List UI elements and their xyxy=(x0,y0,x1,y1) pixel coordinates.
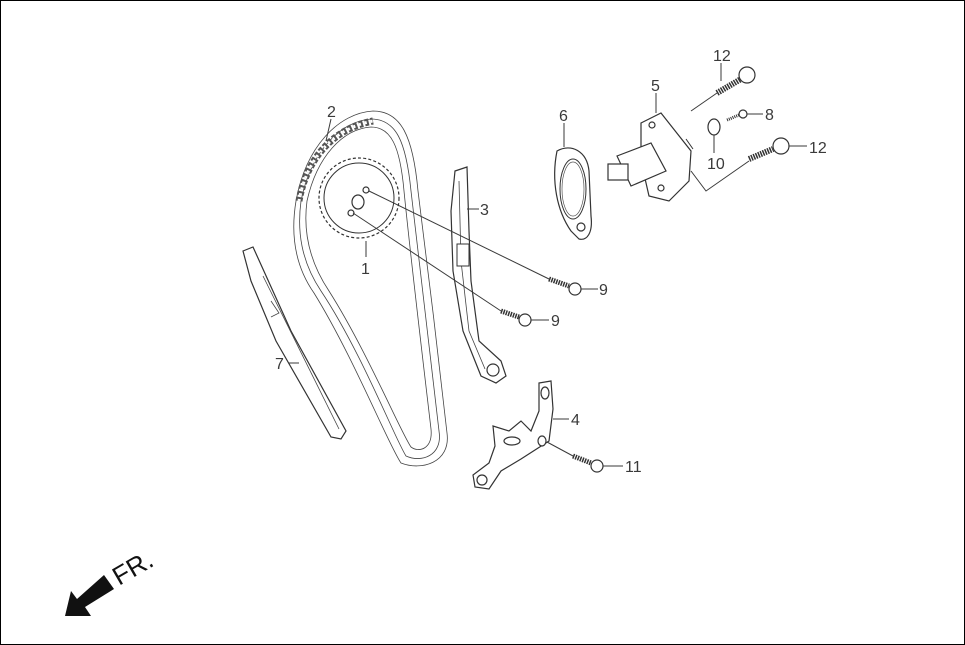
callout-8: 8 xyxy=(765,107,774,124)
bolt-8 xyxy=(726,109,748,122)
arrow-down-left-icon xyxy=(65,575,114,616)
leader-lines xyxy=(289,63,807,467)
callout-12-upper: 12 xyxy=(713,48,731,65)
bolt-9-lower xyxy=(500,308,532,327)
callout-10: 10 xyxy=(707,156,725,173)
callout-9-upper: 9 xyxy=(599,282,608,299)
gasket xyxy=(554,147,592,240)
callout-1: 1 xyxy=(361,261,370,278)
callout-11: 11 xyxy=(625,459,642,476)
callout-6: 6 xyxy=(559,108,568,125)
callout-12-lower: 12 xyxy=(809,140,827,157)
washer-10 xyxy=(707,118,721,136)
bracket xyxy=(472,380,554,490)
callout-labels: 2 1 3 4 5 6 7 8 9 9 10 11 12 12 xyxy=(275,48,827,476)
bolt-11 xyxy=(572,453,604,473)
front-label: FR. xyxy=(107,544,158,591)
bolt-9-upper xyxy=(548,276,582,296)
cam-sprocket xyxy=(318,157,400,239)
tensioner-lifter xyxy=(607,112,694,202)
front-direction-indicator: FR. xyxy=(65,544,158,616)
callout-5: 5 xyxy=(651,78,660,95)
bolt-12-lower xyxy=(747,137,790,162)
callout-3: 3 xyxy=(480,202,489,219)
callout-4: 4 xyxy=(571,412,580,429)
bolt-12-upper xyxy=(715,66,756,96)
cam-chain xyxy=(293,110,448,467)
chain-guide xyxy=(242,246,347,440)
callout-2: 2 xyxy=(327,104,336,121)
callout-7: 7 xyxy=(275,356,284,373)
tensioner-slipper xyxy=(450,166,507,384)
callout-9-lower: 9 xyxy=(551,313,560,330)
